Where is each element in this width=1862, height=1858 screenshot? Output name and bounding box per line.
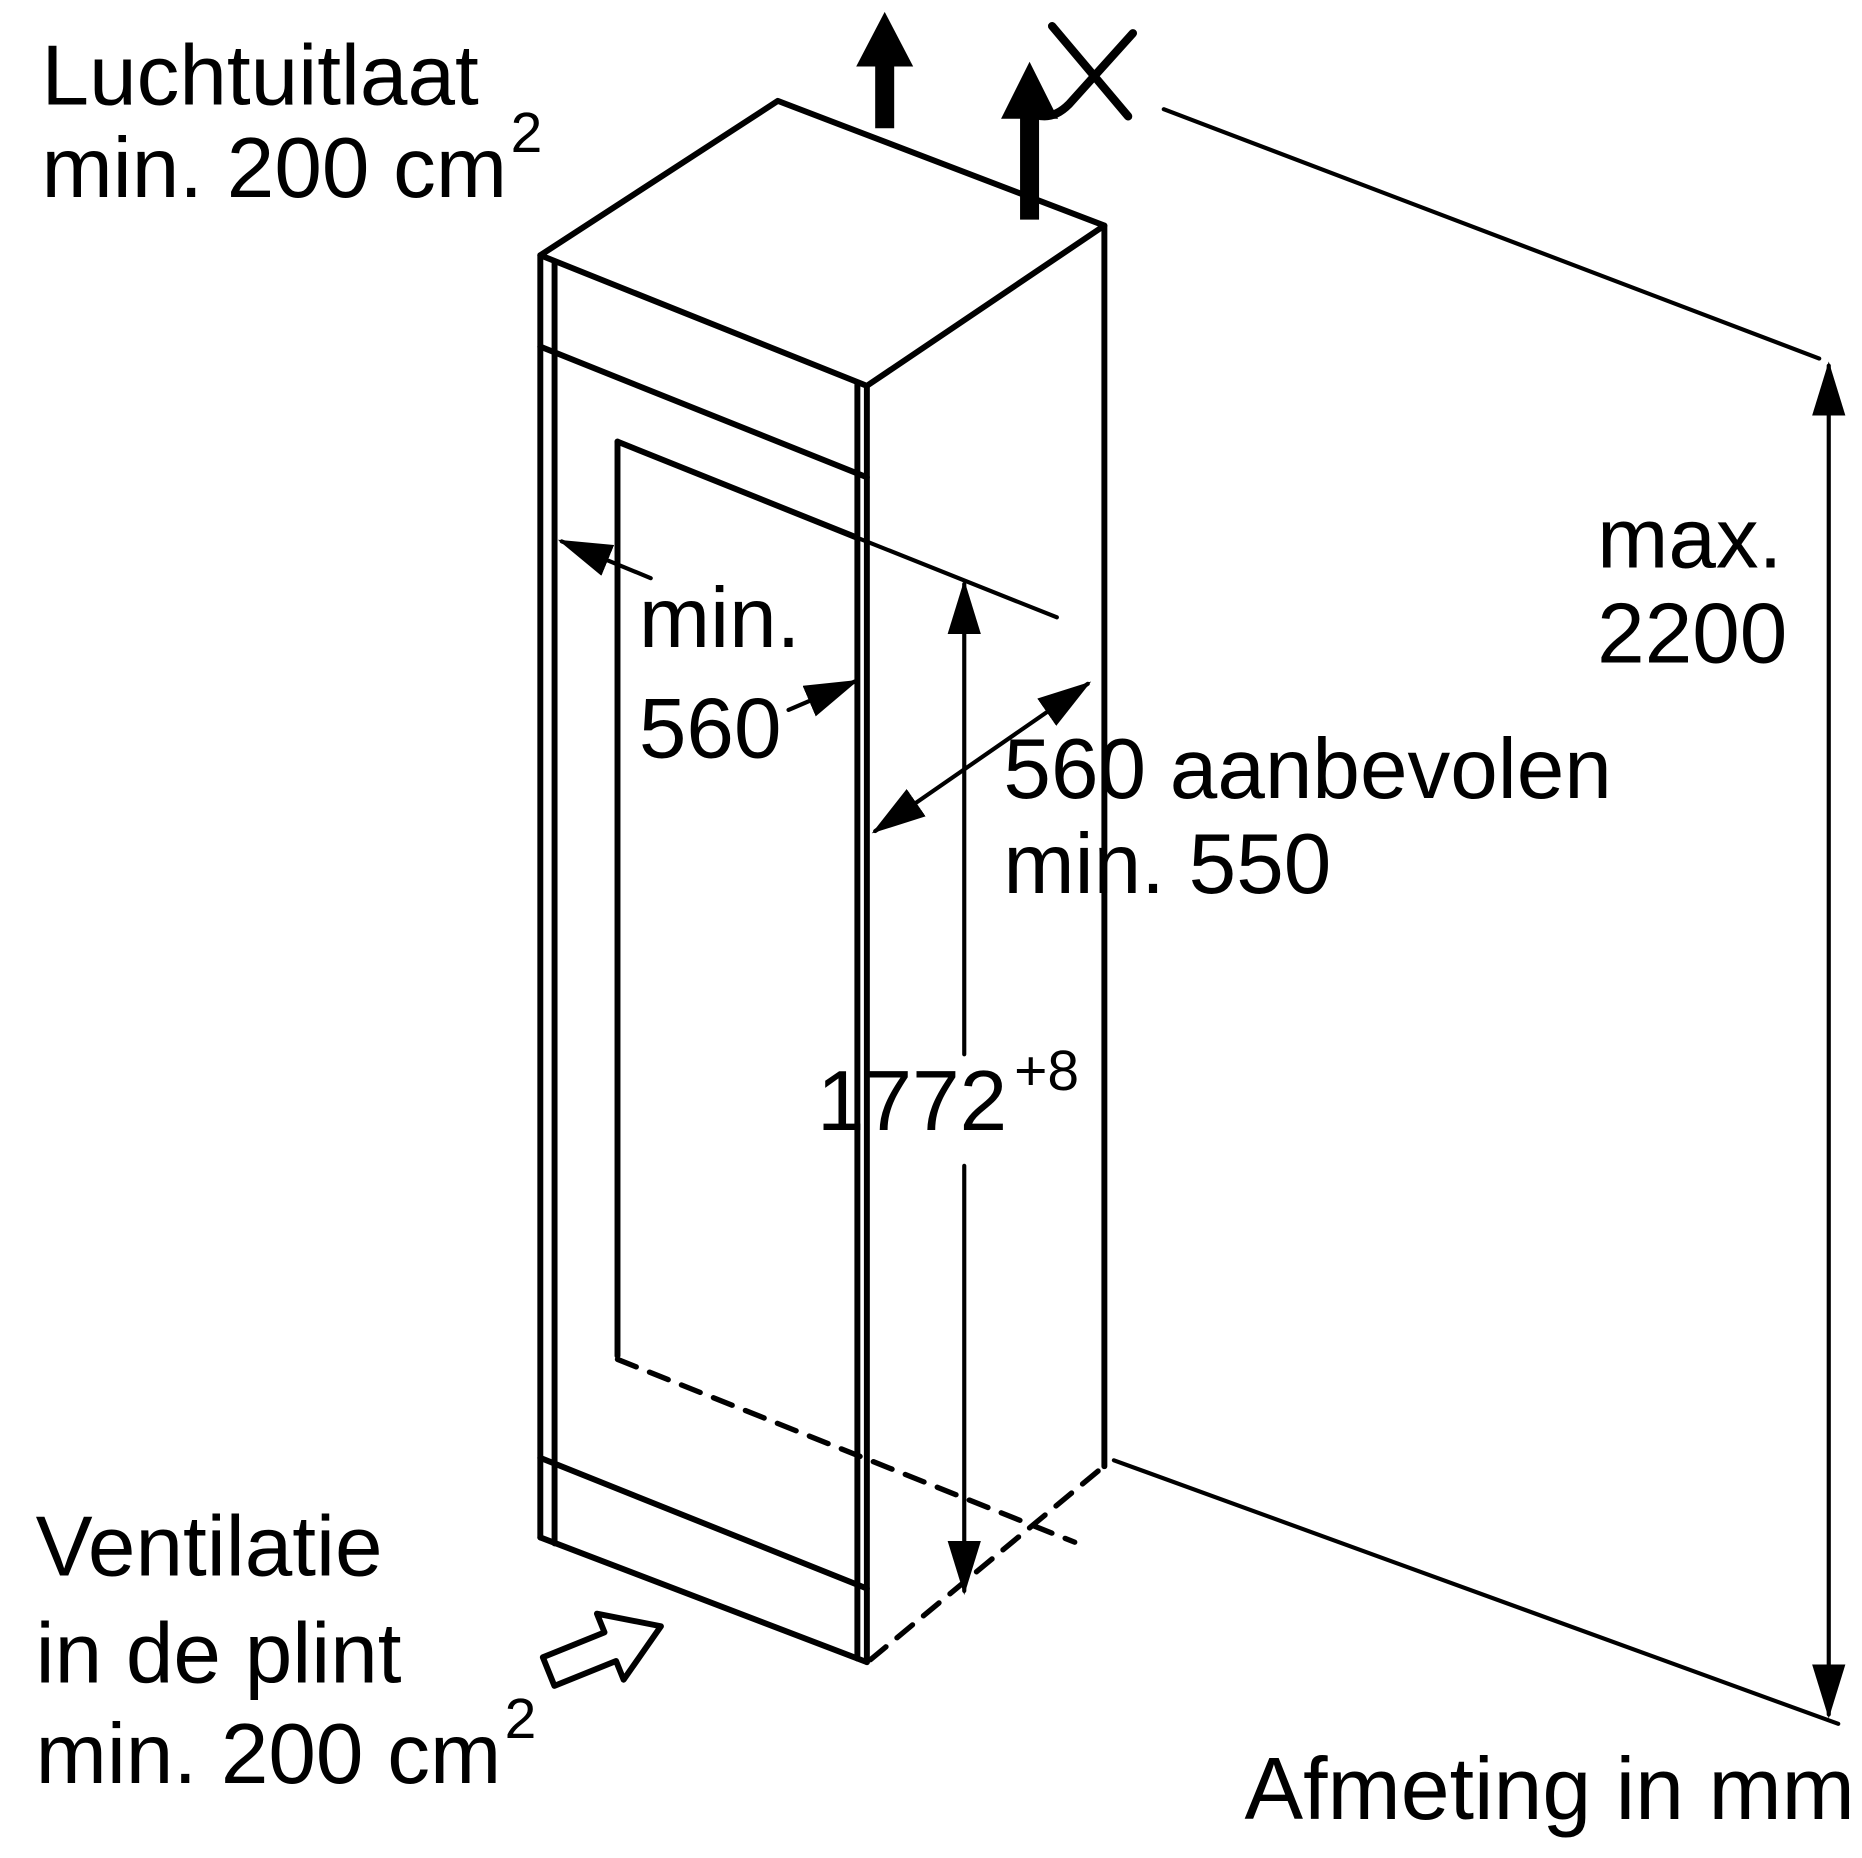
- reference-line-bottom: [1111, 1458, 1841, 1726]
- hidden-bottom-right-edge: [867, 1467, 1103, 1663]
- niche-depth-label-line2: min. 550: [1003, 817, 1331, 912]
- max-height-label-line1: max.: [1597, 492, 1782, 587]
- niche-depth-label-line1: 560 aanbevolen: [1003, 722, 1611, 817]
- niche-ceiling-front-edge: [537, 343, 870, 481]
- scissors-icon: [1024, 21, 1138, 121]
- plinth-vent-label-line2: in de plint: [36, 1606, 402, 1701]
- air-outlet-label-sup: 2: [511, 101, 543, 165]
- niche-width-label-line2: 560: [639, 681, 782, 776]
- air-outlet-arrow-icon: [856, 11, 914, 129]
- air-outlet-label-line1: Luchtuitlaat: [42, 28, 479, 123]
- niche-width-dimension: [557, 539, 859, 717]
- plinth-vent-arrow-icon: [539, 1610, 664, 1689]
- niche-ceiling-back-edge: [614, 438, 861, 541]
- niche-floor-front-edge: [537, 1454, 870, 1592]
- air-duct-arrow-icon: [1001, 61, 1059, 220]
- max-height-dimension: [1111, 107, 1846, 1726]
- plinth-vent-label-line3: min. 200 cm: [36, 1707, 502, 1802]
- plinth-vent-label-line1: Ventilatie: [36, 1499, 383, 1594]
- niche-height-value: 1772: [817, 1054, 1007, 1149]
- ceiling-extension-line: [855, 535, 1059, 620]
- reference-line-top: [1161, 107, 1822, 361]
- air-outlet-label-line2: min. 200 cm: [42, 121, 508, 216]
- niche-depth-dimension: [871, 681, 1092, 834]
- niche-cabinet-drawing: [537, 97, 1108, 1666]
- plinth-vent-label-sup: 2: [505, 1687, 537, 1751]
- max-height-label-line2: 2200: [1597, 586, 1787, 681]
- unit-note-label: Afmeting in mm: [1245, 1739, 1855, 1838]
- cabinet-front-bottom-edge: [537, 1534, 870, 1666]
- niche-width-label-line1: min.: [639, 571, 800, 666]
- niche-height-tolerance: +8: [1014, 1039, 1079, 1103]
- hidden-floor-back-edge: [614, 1356, 1078, 1545]
- cabinet-top-face: [537, 97, 1108, 389]
